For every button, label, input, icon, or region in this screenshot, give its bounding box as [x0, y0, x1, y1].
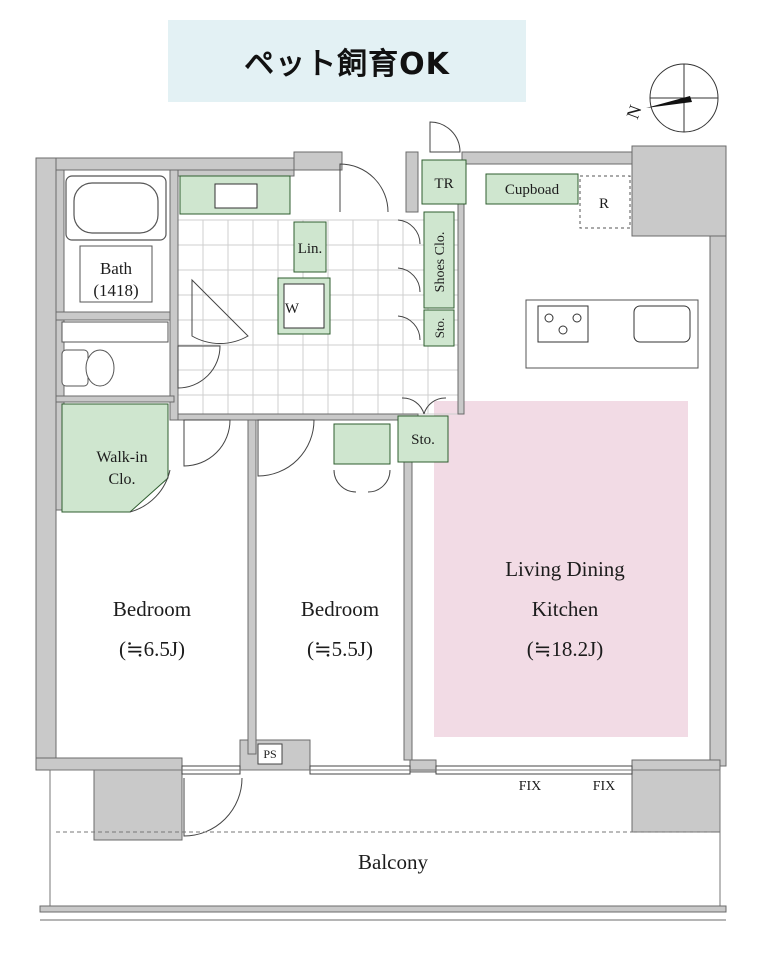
ldk-label-1: Living Dining [505, 557, 625, 581]
toilet-room-cabinet [421, 159, 467, 205]
toilet-cabinet [61, 321, 169, 343]
refrigerator-label: R [599, 196, 609, 212]
linen-label: Lin. [298, 241, 323, 257]
bedroom1-size: (≒6.5J) [119, 637, 185, 661]
toilet-icon [61, 349, 89, 387]
stove-icon [537, 305, 589, 343]
north-label: N [622, 102, 645, 121]
storage-label: Sto. [411, 432, 435, 448]
banner-text: ペット飼育OK [244, 47, 450, 82]
refrigerator-space [579, 175, 631, 229]
pet-ok-banner: ペット飼育OK [168, 20, 526, 102]
pipe-space [257, 743, 283, 765]
ldk-label-2: Kitchen [532, 597, 599, 621]
pipe-space-label: PS [263, 747, 276, 761]
storage-small-label: Sto. [432, 318, 447, 339]
north-arrow-icon: N [622, 63, 719, 133]
storage-small [423, 309, 455, 347]
closet-bedroom2 [333, 423, 391, 465]
bath-label: Bath [100, 259, 133, 278]
shoes-closet-label: Shoes Clo. [433, 232, 448, 293]
basin-icon [214, 183, 258, 209]
bedroom2-label: Bedroom [301, 597, 379, 621]
sink-icon [633, 305, 691, 343]
walk-in-closet [61, 403, 169, 513]
doors [129, 121, 461, 837]
toilet-bowl-icon [85, 349, 115, 387]
balcony-rail [39, 905, 727, 913]
washer-icon [283, 283, 325, 329]
bedroom1-label: Bedroom [113, 597, 191, 621]
walls [35, 145, 727, 841]
storage [397, 415, 449, 463]
cupboard [485, 173, 579, 205]
shoes-closet [423, 211, 455, 309]
linen-cabinet [293, 221, 327, 273]
washer-label: W [285, 301, 300, 317]
bedroom2-size: (≒5.5J) [307, 637, 373, 661]
balcony-label: Balcony [358, 850, 428, 874]
ldk-size: (≒18.2J) [527, 637, 604, 661]
cupboard-label: Cupboad [505, 182, 560, 198]
bath-size: (1418) [93, 281, 138, 300]
walk-in-closet-label-1: Walk-in [96, 449, 147, 466]
walk-in-closet-label-2: Clo. [108, 471, 135, 488]
ldk-highlight [434, 401, 688, 737]
bath-room [79, 245, 153, 303]
bathtub [65, 175, 167, 241]
fix-window-label-1: FIX [519, 779, 542, 794]
toilet-room-label: TR [434, 176, 453, 192]
fix-window-label-2: FIX [593, 779, 616, 794]
